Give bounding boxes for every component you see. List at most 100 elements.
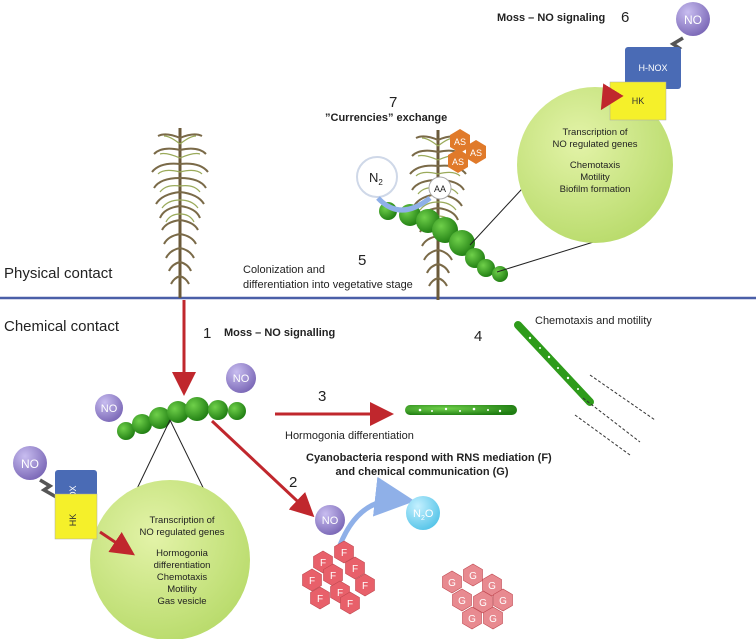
lower-circle-line5: Chemotaxis bbox=[156, 572, 208, 583]
f-hexagon-label: F bbox=[330, 571, 336, 582]
lower-circle-line3: Hormogonia bbox=[156, 548, 208, 559]
hormogonium-filament bbox=[405, 405, 517, 415]
n2o-molecule: N2O bbox=[406, 496, 440, 530]
no-molecule-upper-sensor: NO bbox=[676, 2, 710, 36]
g-hexagon-label: G bbox=[469, 571, 477, 582]
lower-circle-line4: differentiation bbox=[153, 560, 211, 571]
step7-number: 7 bbox=[389, 94, 398, 111]
upper-gene-circle bbox=[517, 87, 673, 243]
g-hexagon-label: G bbox=[448, 578, 456, 589]
g-hexagon-label: G bbox=[499, 596, 507, 607]
f-hexagon bbox=[355, 573, 375, 597]
step5-label-line2: differentiation into vegetative stage bbox=[243, 279, 413, 291]
f-hexagon bbox=[323, 563, 343, 587]
f-hexagon bbox=[302, 568, 322, 592]
step7-label: ”Currencies” exchange bbox=[325, 112, 448, 124]
g-hexagon bbox=[483, 606, 503, 630]
svg-text:NO: NO bbox=[101, 403, 118, 415]
f-hexagon bbox=[334, 540, 354, 564]
f-hexagon-label: F bbox=[320, 558, 326, 569]
upper-hk-domain: HK bbox=[609, 81, 667, 121]
as-hexagon-cluster: AS AS AS bbox=[448, 129, 486, 173]
g-hexagon-label: G bbox=[479, 598, 487, 609]
lower-hk-domain: HK bbox=[54, 493, 98, 540]
f-hexagon bbox=[345, 556, 365, 580]
f-hexagon-label: F bbox=[309, 576, 315, 587]
no-molecule-lower-sensor: NO bbox=[13, 446, 47, 480]
g-hexagon-label: G bbox=[488, 581, 496, 592]
f-hexagon-label: F bbox=[352, 564, 358, 575]
lower-hk-arrow bbox=[99, 530, 135, 556]
no-molecule-lower-right: NO bbox=[226, 363, 256, 393]
upper-zoom-line-right bbox=[496, 239, 601, 273]
no-molecule-lower-left: NO bbox=[95, 394, 123, 422]
svg-text:HK: HK bbox=[68, 514, 78, 527]
svg-text:HK: HK bbox=[632, 96, 645, 106]
moss-plant-left bbox=[150, 126, 210, 300]
svg-text:N2: N2 bbox=[369, 170, 383, 187]
g-hexagon bbox=[462, 606, 482, 630]
step6-label: Moss – NO signaling bbox=[497, 12, 606, 24]
step3-number: 3 bbox=[318, 388, 327, 405]
step4-number: 4 bbox=[474, 328, 483, 345]
upper-circle-line5: Biofilm formation bbox=[559, 184, 631, 195]
g-hexagon-label: G bbox=[468, 614, 476, 625]
f-hexagon bbox=[340, 591, 360, 615]
step6-number: 6 bbox=[621, 9, 630, 26]
upper-hnox-domain: H-NOX bbox=[625, 47, 681, 89]
upper-circle-line4: Motility bbox=[580, 172, 610, 183]
f-hexagon-label: F bbox=[347, 599, 353, 610]
upper-circle-line3: Chemotaxis bbox=[569, 160, 621, 171]
step2-arrow bbox=[210, 419, 315, 518]
upper-circle-line1: Transcription of bbox=[562, 127, 628, 138]
step3-label: Hormogonia differentiation bbox=[285, 430, 414, 442]
svg-text:AS: AS bbox=[470, 148, 482, 158]
f-hexagon-label: F bbox=[362, 581, 368, 592]
f-hexagon-label: F bbox=[337, 588, 343, 599]
step1-number: 1 bbox=[203, 325, 212, 342]
lower-circle-line7: Gas vesicle bbox=[157, 596, 207, 607]
step4-label: Chemotaxis and motility bbox=[535, 315, 652, 327]
step2-label-line2: and chemical communication (G) bbox=[335, 466, 509, 478]
svg-text:H-NOX: H-NOX bbox=[639, 63, 668, 73]
lower-circle-line2: NO regulated genes bbox=[139, 527, 225, 538]
upper-circle-line2: NO regulated genes bbox=[552, 139, 638, 150]
f-hexagon bbox=[310, 586, 330, 610]
step1-label: Moss – NO signalling bbox=[224, 327, 336, 339]
step5-label: Colonization and differentiation into ve… bbox=[243, 263, 413, 293]
aa-molecule: AA bbox=[428, 176, 452, 200]
svg-text:AS: AS bbox=[454, 137, 466, 147]
f-hexagon-label: F bbox=[317, 594, 323, 605]
svg-text:AA: AA bbox=[434, 184, 446, 194]
svg-text:NO: NO bbox=[684, 13, 702, 27]
svg-text:NO: NO bbox=[322, 515, 339, 527]
physical-contact-label: Physical contact bbox=[4, 265, 113, 282]
rns-conversion-arrow bbox=[337, 476, 415, 546]
lower-circle-line1: Transcription of bbox=[149, 515, 215, 526]
cyanobacteria-filament-lower bbox=[117, 397, 246, 440]
lower-signal-bolt-icon bbox=[39, 478, 59, 500]
step5-label-line1: Colonization and bbox=[243, 264, 325, 276]
step2-label-line1: Cyanobacteria respond with RNS mediation… bbox=[306, 452, 552, 464]
step5-number: 5 bbox=[358, 252, 367, 269]
svg-text:N2O: N2O bbox=[413, 508, 434, 522]
step2-label: Cyanobacteria respond with RNS mediation… bbox=[306, 451, 552, 479]
svg-text:NO: NO bbox=[21, 457, 39, 471]
g-hexagon-label: G bbox=[458, 596, 466, 607]
step2-number: 2 bbox=[289, 474, 298, 491]
svg-text:NO: NO bbox=[233, 373, 250, 385]
g-hexagon bbox=[442, 570, 462, 594]
motile-hormogonium bbox=[514, 321, 656, 456]
chemical-contact-label: Chemical contact bbox=[4, 318, 120, 335]
lower-gene-circle bbox=[90, 480, 250, 639]
g-hexagon bbox=[452, 588, 472, 612]
n2-fixation-arrow bbox=[376, 196, 432, 213]
lower-circle-line6: Motility bbox=[167, 584, 197, 595]
f-hexagon-label: F bbox=[341, 548, 347, 559]
lower-circle-text: Transcription of NO regulated genes Horm… bbox=[108, 515, 256, 608]
upper-circle-text: Transcription of NO regulated genes Chem… bbox=[525, 127, 665, 196]
g-hexagon bbox=[493, 588, 513, 612]
